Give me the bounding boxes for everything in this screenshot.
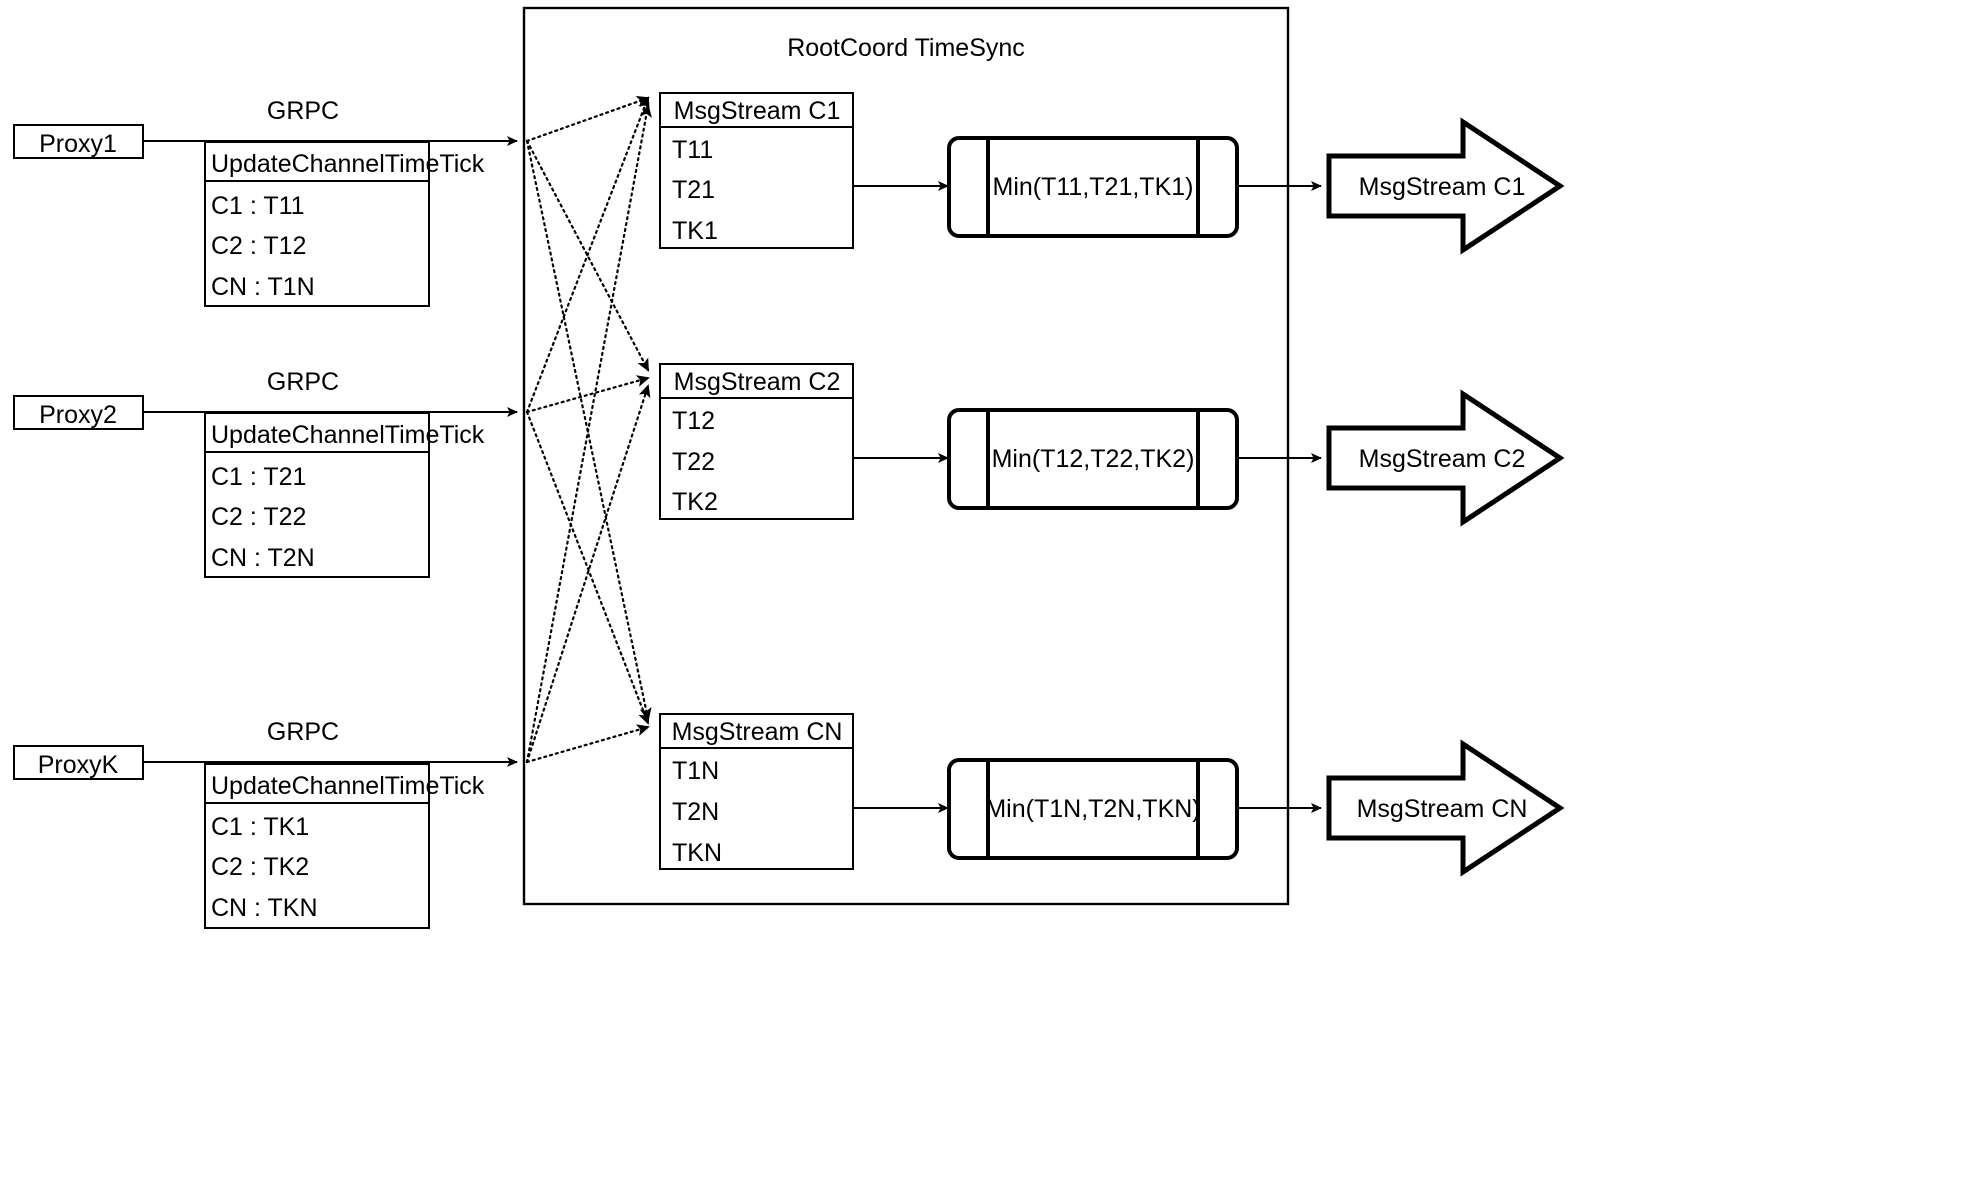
- msgstream-tick-row: TK1: [672, 217, 718, 245]
- msgstream-tick-row: TK2: [672, 488, 718, 516]
- msgstream-tick-row: T1N: [672, 757, 720, 785]
- output-label-1: MsgStream C1: [1358, 173, 1526, 201]
- msgstream-tick-row: TKN: [672, 839, 722, 867]
- min-label-2: Min(T12,T22,TK2): [991, 445, 1195, 473]
- timetick-row: C1 : T21: [211, 463, 307, 491]
- msgstream-header-2: MsgStream C2: [673, 368, 841, 396]
- dotted-link-p3-c1: [525, 104, 652, 764]
- timetick-row: C2 : T12: [211, 232, 307, 260]
- dotted-link-p3-c2: [525, 384, 651, 764]
- msgstream-header-3: MsgStream CN: [671, 718, 843, 746]
- msgstream-tick-row: T22: [672, 448, 716, 476]
- min-label-1: Min(T11,T21,TK1): [992, 173, 1194, 201]
- dotted-link-p2-c1: [525, 96, 650, 414]
- msgstream-tick-row: T2N: [672, 798, 720, 826]
- timetick-row: C2 : T22: [211, 503, 307, 531]
- msgstream-tick-row: T11: [672, 136, 714, 164]
- grpc-label-1: GRPC: [266, 97, 340, 125]
- rootcoord-container-title: RootCoord TimeSync: [787, 34, 1025, 62]
- timetick-row: CN : TKN: [211, 894, 318, 922]
- timetick-row: CN : T1N: [211, 273, 315, 301]
- min-label-3: Min(T1N,T2N,TKN): [985, 795, 1201, 823]
- timetick-row: C2 : TK2: [211, 853, 310, 881]
- output-label-3: MsgStream CN: [1356, 795, 1528, 823]
- timetick-header-3: UpdateChannelTimeTick: [211, 772, 485, 800]
- msgstream-tick-row: T12: [672, 407, 716, 435]
- output-label-2: MsgStream C2: [1358, 445, 1526, 473]
- timetick-row: C1 : T11: [211, 192, 305, 220]
- timetick-row: CN : T2N: [211, 544, 315, 572]
- timetick-header-2: UpdateChannelTimeTick: [211, 421, 485, 449]
- proxy-label-3: ProxyK: [37, 751, 119, 779]
- dotted-link-p2-cn: [525, 410, 650, 725]
- timetick-row: C1 : TK1: [211, 813, 310, 841]
- dotted-link-p3-cn: [525, 724, 650, 764]
- grpc-label-2: GRPC: [266, 368, 340, 396]
- msgstream-header-1: MsgStream C1: [673, 97, 841, 125]
- grpc-label-3: GRPC: [266, 718, 340, 746]
- proxy-label-2: Proxy2: [39, 401, 117, 429]
- msgstream-tick-row: T21: [672, 176, 716, 204]
- dotted-link-p1-cn: [525, 139, 652, 721]
- dotted-link-p1-c2: [525, 139, 650, 372]
- dotted-link-p1-c1: [525, 96, 650, 143]
- timetick-header-1: UpdateChannelTimeTick: [211, 150, 485, 178]
- dotted-link-p2-c2: [525, 375, 650, 414]
- proxy-label-1: Proxy1: [39, 130, 117, 158]
